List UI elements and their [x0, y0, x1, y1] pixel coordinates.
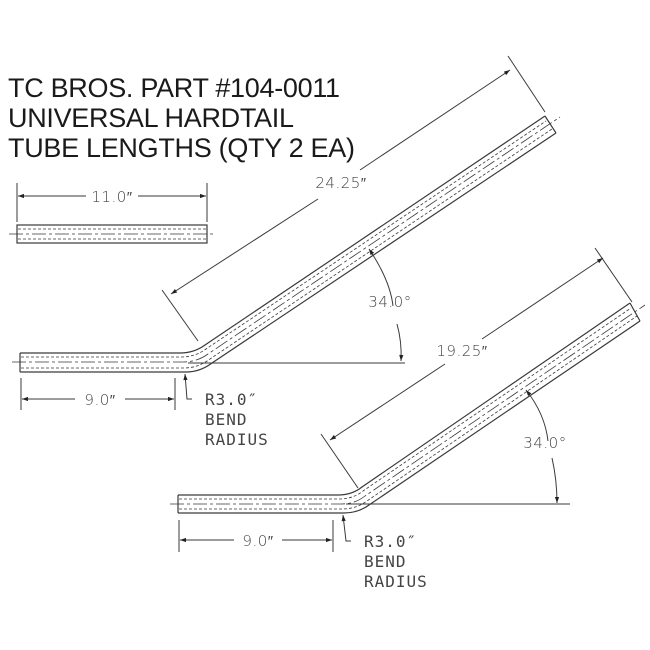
bent-tube-1-length-label: 24.25″: [315, 174, 366, 192]
bent-tube-2-bend-note-line1: BEND: [364, 552, 407, 571]
straight-tube-dimension: [16, 183, 208, 222]
straight-tube: [9, 224, 216, 244]
bent-tube-2-angle-arc-bottom: [551, 457, 560, 504]
bent-tube-2-bend-radius-label: R3.0″: [364, 532, 417, 551]
bent-tube-1-straight-length-label: 9.0″: [84, 391, 115, 409]
bent-tube-2-angle-arc-top: [525, 389, 549, 442]
bent-tube-1-bend-radius-leader: [183, 373, 192, 400]
bent-tube-2-straight-length-label: 9.0″: [242, 532, 273, 550]
bent-tube-1: [12, 115, 561, 373]
title-tube-lengths: TUBE LENGTHS (QTY 2 EA): [8, 133, 355, 163]
bent-tube-2-straight-dimension: [178, 520, 334, 552]
bent-tube-1-length-dimension: [161, 55, 546, 342]
bent-tube-2-bend-radius-leader: [341, 514, 351, 542]
bent-tube-2-angle-label: 34.0°: [523, 434, 566, 452]
bent-tube-2-bend-note-line2: RADIUS: [364, 572, 428, 591]
straight-tube-length-label: 11.0″: [91, 188, 132, 206]
bent-tube-2: [170, 302, 646, 514]
bent-tube-2-length-dimension: [320, 247, 633, 489]
bent-tube-1-bend-radius-label: R3.0″: [205, 390, 258, 409]
title-part-number: TC BROS. PART #104-0011: [8, 73, 340, 103]
bent-tube-1-straight-dimension: [20, 378, 176, 410]
title-description: UNIVERSAL HARDTAIL: [8, 103, 294, 133]
bent-tube-1-bend-note-line2: RADIUS: [205, 430, 269, 449]
bent-tube-1-angle-arc-top: [368, 248, 394, 307]
bent-tube-1-bend-note-line1: BEND: [205, 410, 248, 429]
bent-tube-1-angle-label: 34.0°: [368, 293, 411, 311]
bent-tube-2-length-label: 19.25″: [436, 342, 487, 360]
bent-tube-1-angle-arc-bottom: [396, 323, 404, 362]
